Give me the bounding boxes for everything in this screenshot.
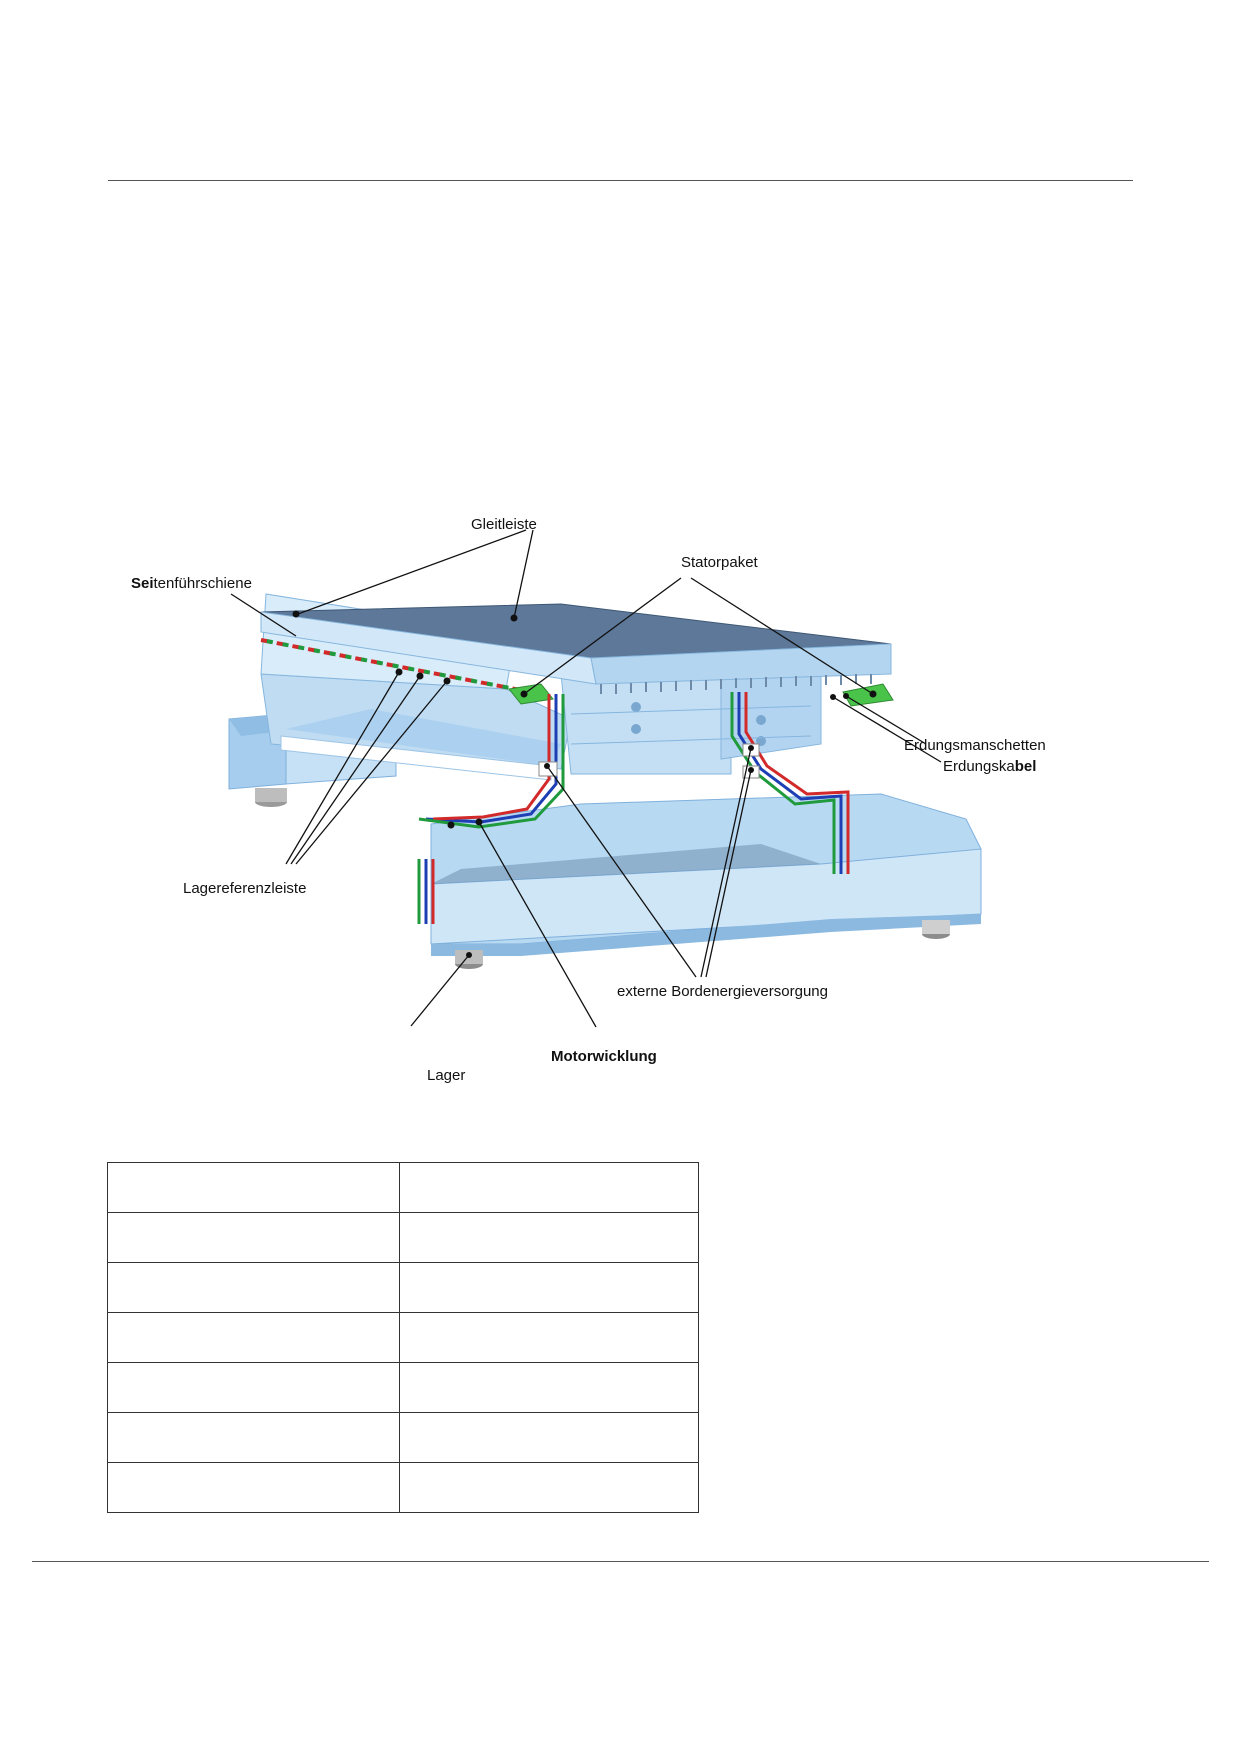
label-erdungskabel: Erdungskabel <box>943 758 1036 775</box>
table-cell <box>399 1412 699 1463</box>
motor-winding-cables <box>417 692 850 924</box>
label-erdungsmanschetten: Erdungsmanschetten <box>904 737 1046 754</box>
table-row <box>107 1362 699 1413</box>
table-row <box>107 1162 699 1213</box>
table-cell <box>107 1412 400 1463</box>
label-gleitleiste: Gleitleiste <box>471 516 537 533</box>
label-motorwicklung: Motorwicklung <box>551 1048 657 1065</box>
table-row <box>107 1412 699 1463</box>
label-lagereferenzleiste: Lagereferenzleiste <box>183 880 306 897</box>
empty-table <box>107 1162 699 1513</box>
label-statorpaket: Statorpaket <box>681 554 759 571</box>
stator-packets <box>508 683 894 707</box>
table-cell <box>107 1362 400 1413</box>
table-cell <box>107 1312 400 1363</box>
table-cell <box>107 1262 400 1313</box>
table-row <box>107 1262 699 1313</box>
header-rule <box>108 180 1133 181</box>
table-cell <box>107 1162 400 1213</box>
base-right <box>430 793 982 969</box>
table-cell <box>399 1362 699 1413</box>
table-cell <box>107 1212 400 1263</box>
leader-lines <box>230 529 942 1028</box>
table-body <box>107 1162 699 1513</box>
table-row <box>107 1312 699 1363</box>
label-lager: Lager <box>427 1067 465 1084</box>
label-externe-bordenergieversorgung: externe Bordenergieversorgung <box>617 983 828 1000</box>
table-cell <box>399 1162 699 1213</box>
table-row <box>107 1212 699 1263</box>
table-cell <box>399 1262 699 1313</box>
guideway-illustration: Gleitleiste Seitenführschiene Statorpake… <box>121 444 1116 1099</box>
table-cell <box>399 1462 699 1513</box>
label-seitenfuehrschiene: Seitenführschiene <box>131 575 252 592</box>
table-cell <box>399 1212 699 1263</box>
footer-rule <box>32 1561 1209 1562</box>
table-cell <box>107 1462 400 1513</box>
table-cell <box>399 1312 699 1363</box>
table-row <box>107 1462 699 1513</box>
top-deck <box>260 603 892 694</box>
guideway-figure: Gleitleiste Seitenführschiene Statorpake… <box>121 444 1116 1099</box>
